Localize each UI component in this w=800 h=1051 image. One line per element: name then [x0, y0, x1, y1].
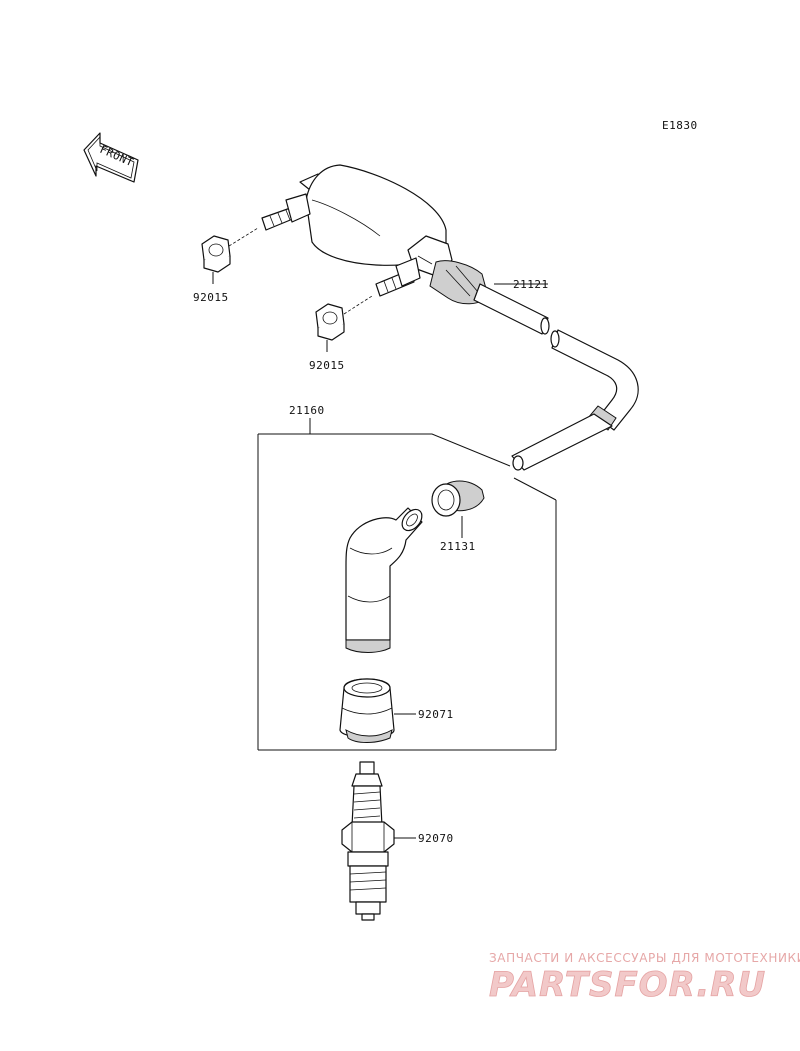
part-label-92071: 92071: [418, 708, 454, 721]
part-label-21131: 21131: [440, 540, 476, 553]
part-label-92015-lower: 92015: [309, 359, 345, 372]
watermark: ЗАПЧАСТИ И АКСЕССУАРЫ ДЛЯ МОТОТЕХНИКИ PA…: [489, 951, 800, 1005]
part-label-21121: 21121: [513, 278, 549, 291]
nut-upper: [201, 227, 259, 284]
front-arrow-icon: FRONT: [83, 132, 139, 183]
nut-lower: [315, 295, 373, 352]
part-label-92015-upper: 92015: [193, 291, 229, 304]
watermark-tagline: ЗАПЧАСТИ И АКСЕССУАРЫ ДЛЯ МОТОТЕХНИКИ: [489, 951, 800, 965]
diagram-code: E1830: [662, 119, 698, 132]
part-label-92070: 92070: [418, 832, 454, 845]
plug-boot: [339, 678, 395, 743]
spark-plug: [341, 761, 395, 921]
plug-cap: [345, 507, 423, 653]
ignition-coil: [261, 164, 489, 305]
assembly-bracket-21160: [257, 418, 557, 751]
watermark-brand: PARTSFOR.RU: [489, 965, 766, 1005]
cap-seal: [431, 480, 485, 538]
part-label-21160: 21160: [289, 404, 325, 417]
ht-lead: [473, 283, 639, 471]
